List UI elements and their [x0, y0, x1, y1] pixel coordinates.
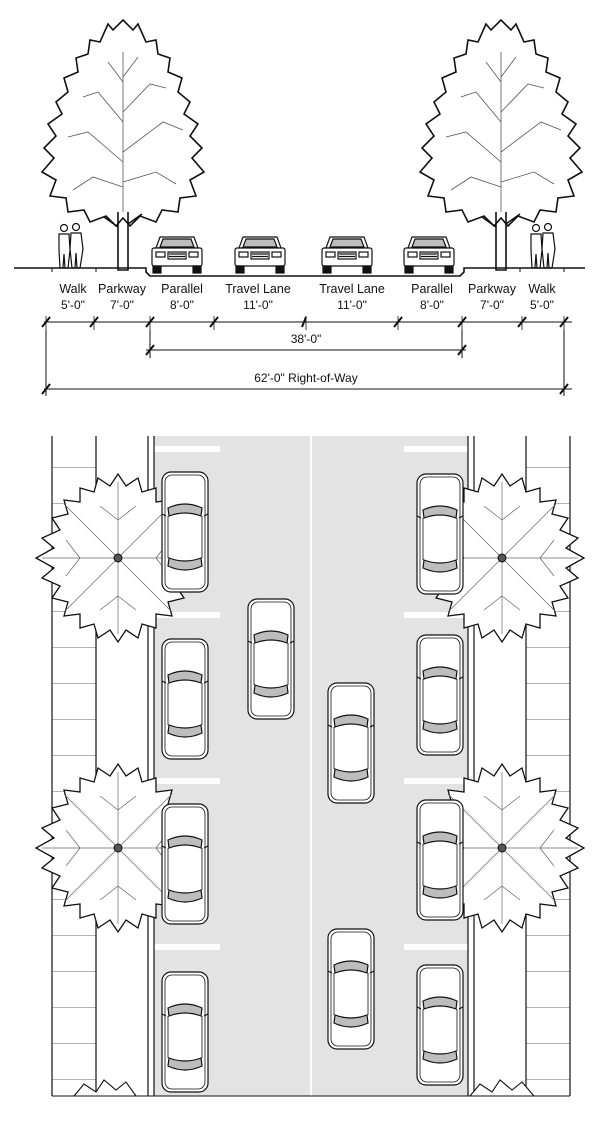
- car-top-icon: [161, 638, 209, 760]
- segment-width: 11'-0": [243, 298, 273, 312]
- segment-width: 5'-0": [61, 298, 85, 312]
- segment-name: Travel Lane: [225, 282, 291, 296]
- car-front-icon: [234, 236, 286, 274]
- pedestrian-icon: [58, 222, 84, 269]
- car-top-icon: [416, 799, 464, 921]
- pedestrian-icon: [530, 222, 556, 269]
- car-top-icon: [161, 803, 209, 925]
- segment-width: 11'-0": [337, 298, 367, 312]
- segment-name: Parkway: [468, 282, 517, 296]
- car-top-icon: [247, 598, 295, 720]
- car-top-icon: [416, 964, 464, 1086]
- segment-name: Parkway: [98, 282, 147, 296]
- segment-name: Walk: [528, 282, 556, 296]
- segment-labels: Walk 5'-0" Parkway 7'-0" Parallel 8'-0" …: [59, 282, 556, 312]
- car-top-icon: [327, 682, 375, 804]
- car-top-icon: [161, 471, 209, 593]
- segment-name: Parallel: [161, 282, 203, 296]
- tree-canopy-icon: [469, 1079, 535, 1097]
- car-top-icon: [161, 971, 209, 1093]
- car-front-icon: [321, 236, 373, 274]
- car-front-icon: [403, 236, 455, 274]
- segment-width: 8'-0": [420, 298, 444, 312]
- parking-stall-marks: [154, 446, 468, 950]
- segment-width: 7'-0": [110, 298, 134, 312]
- car-top-icon: [327, 928, 375, 1050]
- segment-width: 8'-0": [170, 298, 194, 312]
- segment-name: Parallel: [411, 282, 453, 296]
- curb-to-curb-dimension: 38'-0": [145, 330, 467, 358]
- segment-name: Travel Lane: [319, 282, 385, 296]
- curb-to-curb-label: 38'-0": [291, 332, 322, 346]
- segment-name: Walk: [59, 282, 87, 296]
- car-top-icon: [416, 473, 464, 595]
- right-of-way-dimension: 62'-0" Right-of-Way: [41, 330, 572, 396]
- plan-view: [35, 436, 585, 1097]
- right-of-way-label: 62'-0" Right-of-Way: [254, 371, 357, 385]
- tree-canopy-icon: [73, 1079, 137, 1097]
- car-front-icon: [151, 236, 203, 274]
- deciduous-tree-icon: [41, 19, 205, 271]
- cross-section-elevation: Walk 5'-0" Parkway 7'-0" Parallel 8'-0" …: [14, 19, 585, 396]
- deciduous-tree-icon: [419, 19, 583, 271]
- segment-width: 7'-0": [480, 298, 504, 312]
- segment-dimension-line: [41, 316, 572, 330]
- ground-profile: [14, 267, 585, 277]
- car-top-icon: [416, 634, 464, 756]
- segment-width: 5'-0": [530, 298, 554, 312]
